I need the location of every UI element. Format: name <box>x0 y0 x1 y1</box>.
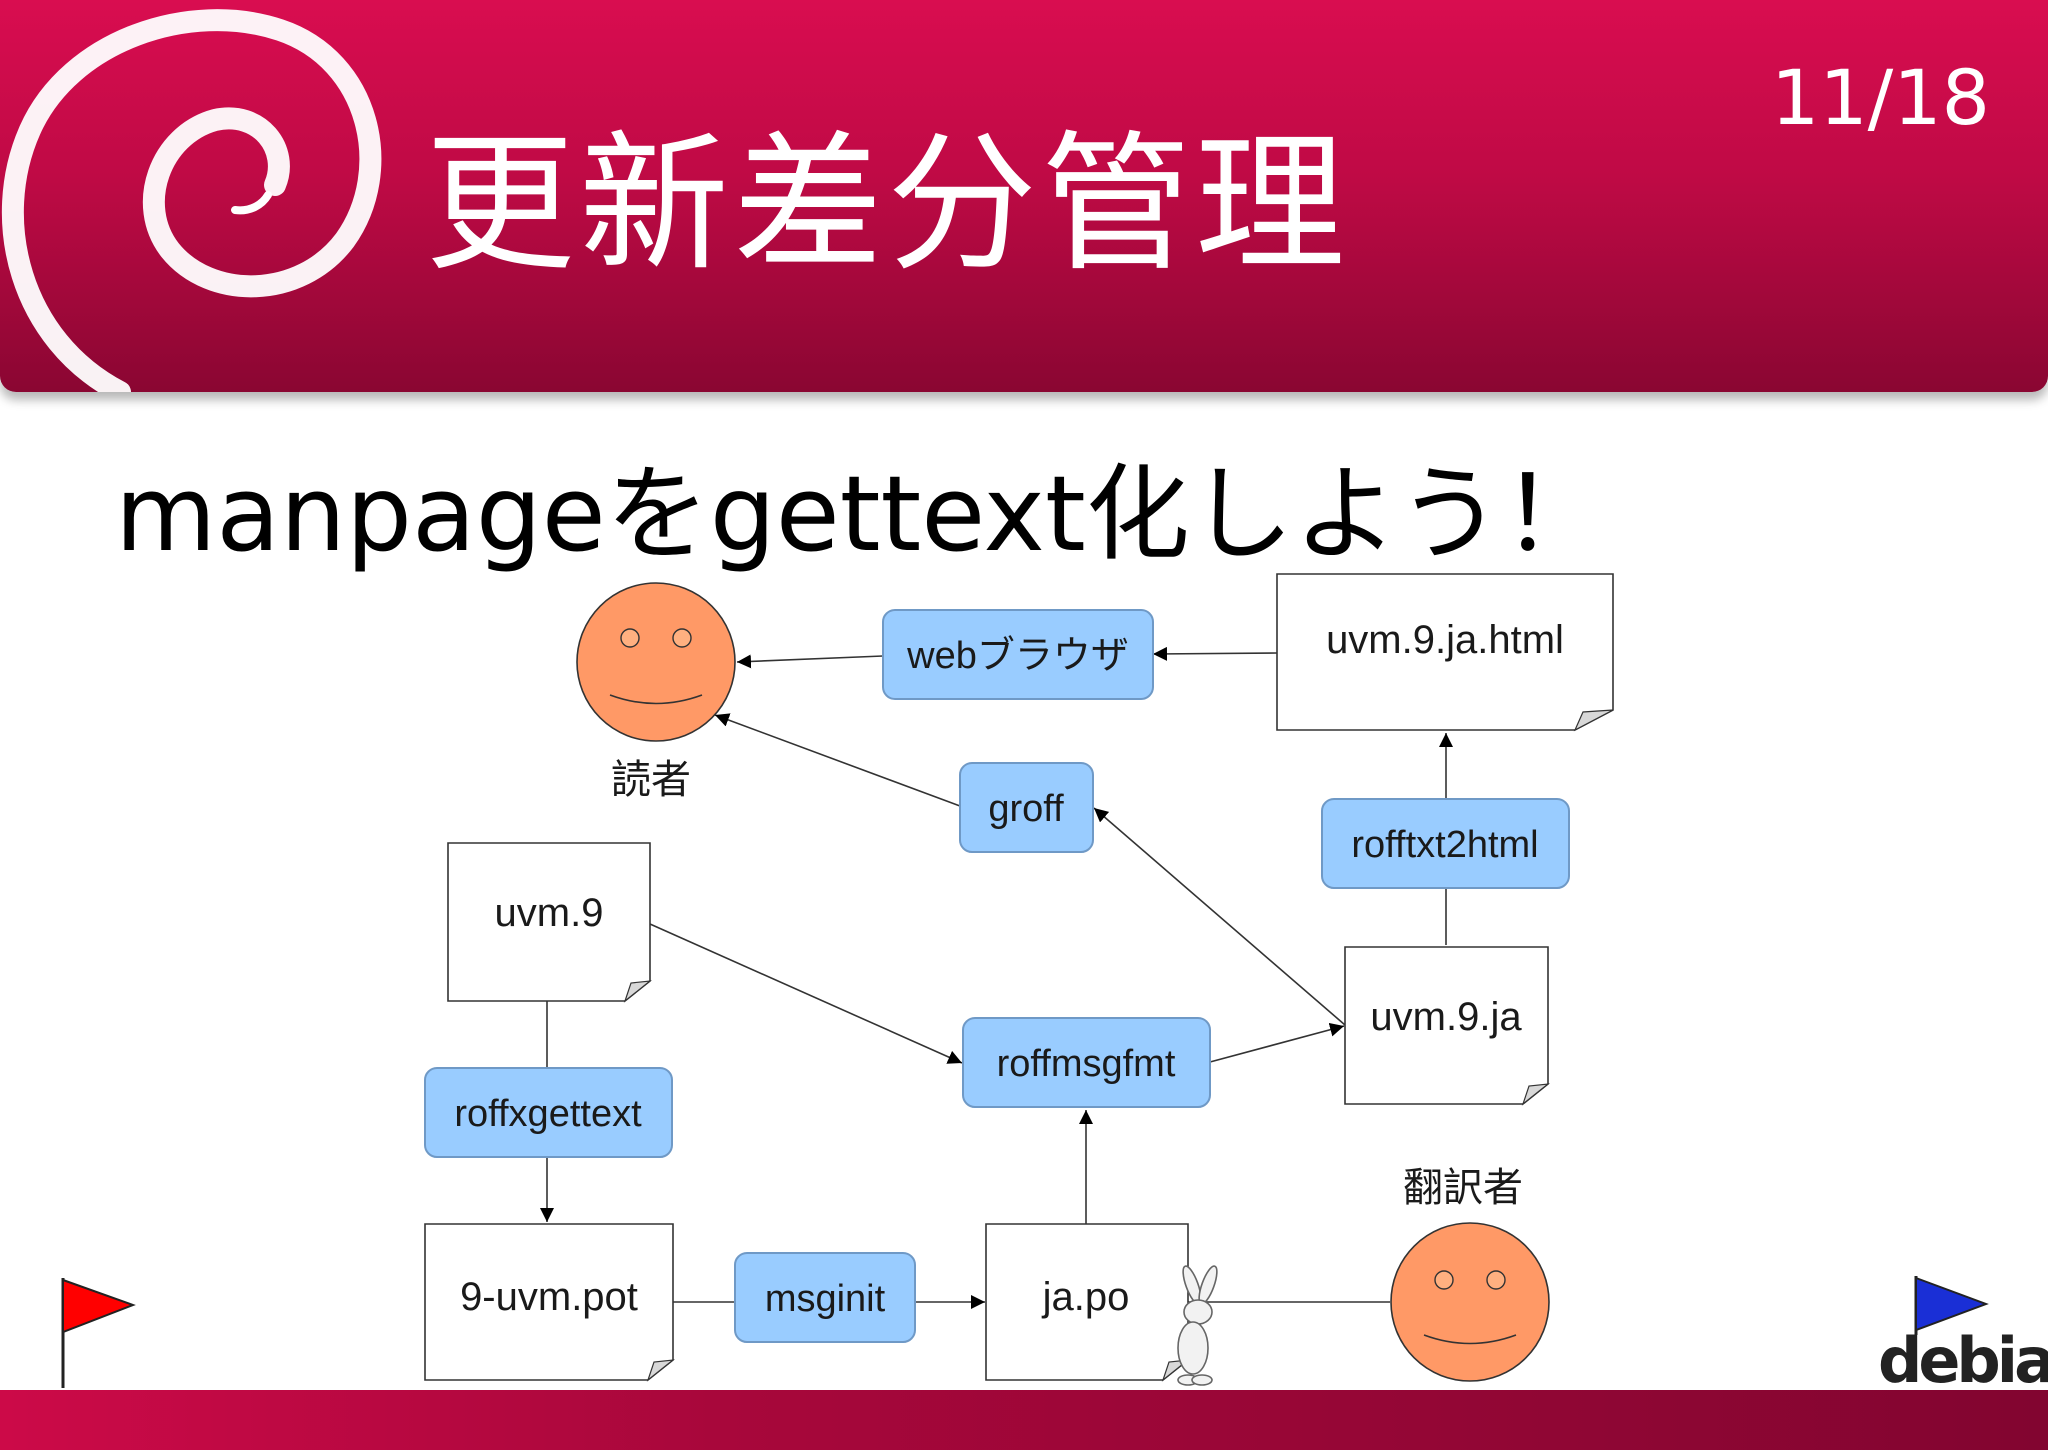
reader-face-icon <box>576 582 736 742</box>
slide-header: 更新差分管理 11/18 <box>0 0 2048 392</box>
doc-uvm-9: uvm.9 <box>447 842 652 1003</box>
slide-footer <box>0 1390 2048 1450</box>
process-msginit: msginit <box>734 1252 916 1343</box>
doc-uvm-9-label: uvm.9 <box>495 891 604 935</box>
doc-uvm-9-ja: uvm.9.ja <box>1344 946 1550 1106</box>
process-roffmsgfmt-label: roffmsgfmt <box>997 1043 1176 1085</box>
page-number: 11/18 <box>1770 53 1990 142</box>
process-groff-label: groff <box>988 788 1064 830</box>
arrow-roffmsgfmt-to-ja <box>1209 1022 1345 1063</box>
red-flag-icon[interactable] <box>61 1278 136 1388</box>
doc-uvm-ja-html: uvm.9.ja.html <box>1276 573 1614 732</box>
arrow-ja-to-groff <box>1093 807 1346 1026</box>
process-rofftxt2html: rofftxt2html <box>1321 798 1570 889</box>
doc-9-uvm-pot: 9-uvm.pot <box>424 1223 675 1382</box>
doc-uvm-9-ja-label: uvm.9.ja <box>1370 995 1522 1039</box>
arrow-browser-to-reader <box>736 654 884 669</box>
process-roffxgettext: roffxgettext <box>424 1067 673 1158</box>
doc-9-uvm-pot-label: 9-uvm.pot <box>460 1275 638 1319</box>
doc-ja-po: ja.po <box>985 1223 1190 1382</box>
translator-label: 翻訳者 <box>1403 1166 1523 1210</box>
blue-flag-icon[interactable] <box>1914 1276 1989 1335</box>
arrow-html-to-browser <box>1152 646 1278 661</box>
process-roffmsgfmt: roffmsgfmt <box>962 1017 1211 1108</box>
process-web-browser: webブラウザ <box>882 609 1154 700</box>
slide-title: 更新差分管理 <box>425 118 1350 292</box>
arrow-groff-to-reader <box>714 713 961 807</box>
connectors <box>540 646 1453 1309</box>
process-roffxgettext-label: roffxgettext <box>454 1093 642 1135</box>
arrow-uvm9-to-roffmsgfmt <box>649 923 963 1064</box>
doc-uvm-ja-html-label: uvm.9.ja.html <box>1326 618 1564 662</box>
debian-logo-text: debian <box>1878 1324 2048 1397</box>
doc-ja-po-label: ja.po <box>1042 1275 1130 1319</box>
debian-swirl-icon <box>1 9 382 392</box>
rabbit-mascot-icon <box>1177 1265 1218 1386</box>
process-rofftxt2html-label: rofftxt2html <box>1351 824 1538 866</box>
process-groff: groff <box>959 762 1094 853</box>
process-msginit-label: msginit <box>765 1278 886 1320</box>
translator-face-icon <box>1390 1222 1550 1382</box>
reader-label: 読者 <box>611 758 691 802</box>
process-web-browser-label: webブラウザ <box>906 635 1129 677</box>
slide-subtitle: manpageをgettext化しよう！ <box>115 453 1606 575</box>
